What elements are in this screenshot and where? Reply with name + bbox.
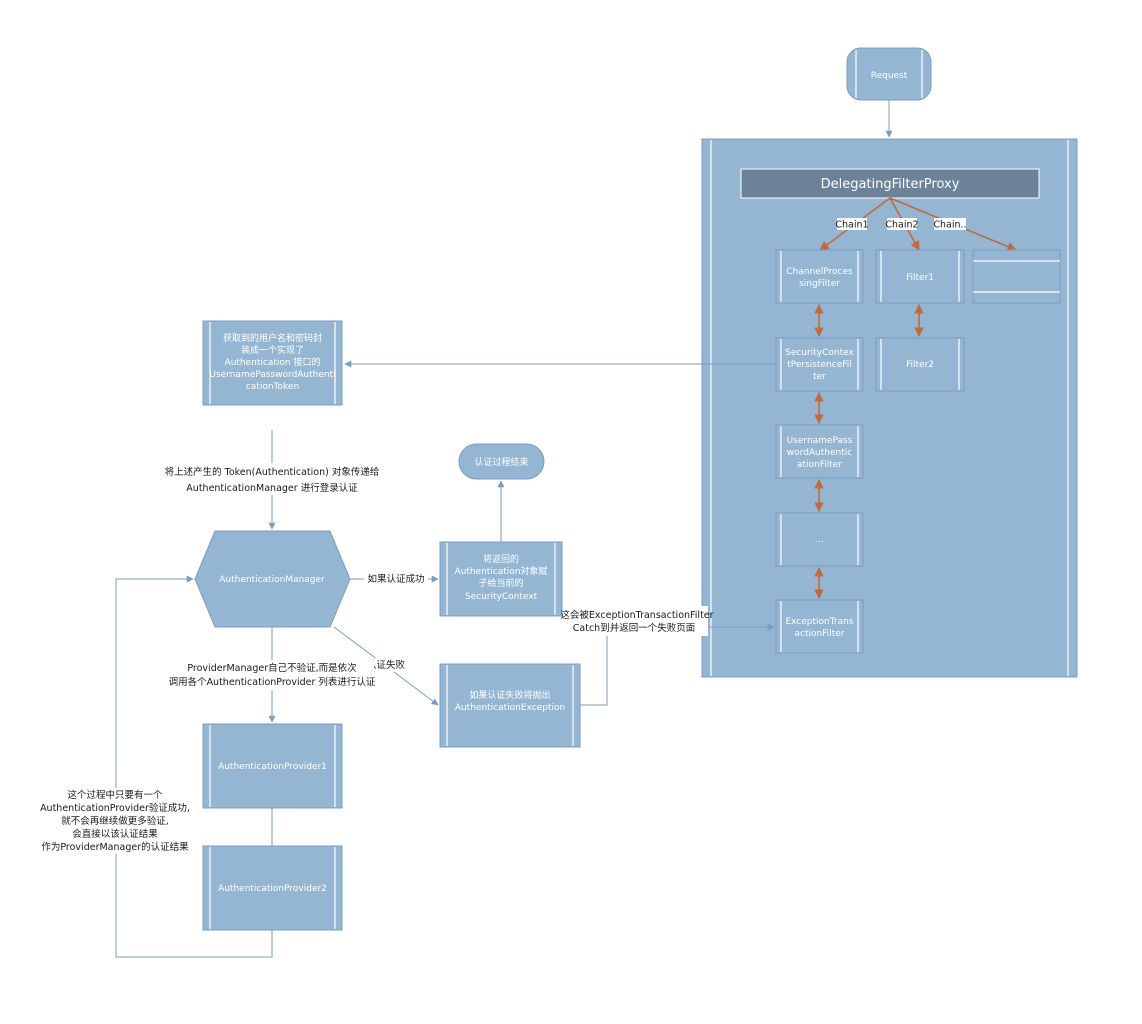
- svg-text:ProviderManager自己不验证,而是依次: ProviderManager自己不验证,而是依次: [187, 662, 357, 674]
- token-line5: cationToken: [246, 382, 299, 392]
- etf-line1: ExceptionTrans: [785, 617, 853, 627]
- auth-manager-label: AuthenticationManager: [219, 575, 325, 585]
- filter1-label: Filter1: [906, 273, 934, 283]
- provider-manager-label: ProviderManager自己不验证,而是依次 调用各个Authentica…: [169, 660, 376, 690]
- svg-text:认证失败: 认证失败: [367, 659, 406, 671]
- authentication-provider-2: AuthenticationProvider2: [202, 845, 343, 931]
- token-line3: Authentication 接口的: [225, 356, 321, 368]
- token-box: 获取到的用户名和密码封 装成一个实现了 Authentication 接口的 U…: [202, 320, 343, 406]
- svg-text:将上述产生的 Token(Authentication) 对: 将上述产生的 Token(Authentication) 对象传递给: [165, 466, 380, 478]
- auth-end-node: 认证过程结束: [458, 443, 545, 480]
- security-context-box: 将返回的 Authentication对象赋 子给当前的 SecurityCon…: [439, 541, 563, 617]
- scp-filter-line1: SecurityContex: [785, 348, 854, 358]
- exception-caught-label: 这会被ExceptionTransactionFilter Catch到并返回一…: [560, 606, 714, 636]
- svg-text:AuthenticationProvider验证成功,: AuthenticationProvider验证成功,: [40, 802, 190, 814]
- token-line1: 获取到的用户名和密码封: [223, 332, 322, 344]
- upa-filter-line2: wordAuthentic: [787, 448, 852, 458]
- token-line4: UsernamePasswordAuthenti: [209, 370, 335, 380]
- svg-text:Catch到并返回一个失败页面: Catch到并返回一个失败页面: [573, 622, 695, 634]
- ellipsis-filter-label: ...: [815, 535, 824, 545]
- upa-filter-line3: ationFilter: [797, 460, 842, 470]
- sc-line2: Authentication对象赋: [454, 565, 547, 577]
- sc-line3: 子给当前的: [478, 577, 523, 589]
- chain-more-label: Chain..: [933, 220, 966, 231]
- svg-text:如果认证成功: 如果认证成功: [367, 573, 424, 585]
- loop-note-label: 这个过程中只要有一个 AuthenticationProvider验证成功, 就…: [40, 788, 196, 854]
- request-label: Request: [871, 71, 908, 81]
- filter2-label: Filter2: [906, 360, 934, 370]
- username-password-authentication-filter: UsernamePass wordAuthentic ationFilter: [775, 424, 864, 479]
- ellipsis-filter: ...: [775, 512, 864, 567]
- channel-processing-filter: ChannelProces singFilter: [775, 249, 864, 304]
- authentication-manager: AuthenticationManager: [194, 530, 351, 628]
- etf-line2: actionFilter: [795, 629, 845, 639]
- svg-text:就不会再继续做更多验证,: 就不会再继续做更多验证,: [61, 815, 169, 827]
- svg-text:这会被ExceptionTransactionFilter: 这会被ExceptionTransactionFilter: [560, 609, 713, 621]
- exception-line2: AuthenticationException: [455, 703, 565, 713]
- chain-more-box: [972, 249, 1061, 304]
- sc-line4: SecurityContext: [465, 592, 538, 602]
- exception-translation-filter: ExceptionTrans actionFilter: [775, 599, 864, 654]
- exception-line1: 如果认证失败将抛出: [469, 689, 550, 701]
- auth-end-label: 认证过程结束: [474, 456, 528, 468]
- auth-success-label: 如果认证成功: [364, 572, 428, 586]
- channel-filter-line1: ChannelProces: [786, 267, 853, 277]
- security-context-persistence-filter: SecurityContex tPersistenceFil ter: [775, 337, 864, 392]
- auth-fail-label: 认证失败: [364, 658, 408, 672]
- request-node: Request: [846, 47, 932, 101]
- filter1: Filter1: [875, 249, 965, 304]
- provider1-label: AuthenticationProvider1: [218, 762, 327, 772]
- chain1-label: Chain1: [835, 220, 868, 231]
- exception-box: 如果认证失败将抛出 AuthenticationException: [439, 663, 581, 748]
- filter2: Filter2: [875, 337, 965, 392]
- token-line2: 装成一个实现了: [241, 344, 304, 356]
- pass-token-label: 将上述产生的 Token(Authentication) 对象传递给 Authe…: [165, 463, 380, 495]
- authentication-provider-1: AuthenticationProvider1: [202, 723, 343, 809]
- upa-filter-line1: UsernamePass: [787, 436, 853, 446]
- svg-text:AuthenticationManager 进行登录认证: AuthenticationManager 进行登录认证: [186, 482, 358, 494]
- proxy-label: DelegatingFilterProxy: [821, 177, 960, 192]
- loop-back-arrow: [115, 575, 273, 958]
- provider2-label: AuthenticationProvider2: [218, 884, 327, 894]
- sc-line1: 将返回的: [483, 553, 519, 565]
- channel-filter-line2: singFilter: [799, 279, 840, 289]
- chain2-label: Chain2: [885, 220, 918, 231]
- svg-text:这个过程中只要有一个: 这个过程中只要有一个: [67, 789, 163, 801]
- scp-filter-line2: tPersistenceFil: [787, 360, 852, 370]
- delegating-filter-proxy: DelegatingFilterProxy: [740, 168, 1040, 199]
- scp-filter-line3: ter: [813, 372, 826, 382]
- chain-arrows: Chain1 Chain2 Chain..: [819, 197, 1017, 252]
- svg-text:作为ProviderManager的认证结果: 作为ProviderManager的认证结果: [41, 841, 189, 853]
- svg-text:会直接以该认证结果: 会直接以该认证结果: [72, 828, 158, 840]
- svg-text:调用各个AuthenticationProvider 列表进: 调用各个AuthenticationProvider 列表进行认证: [169, 676, 376, 688]
